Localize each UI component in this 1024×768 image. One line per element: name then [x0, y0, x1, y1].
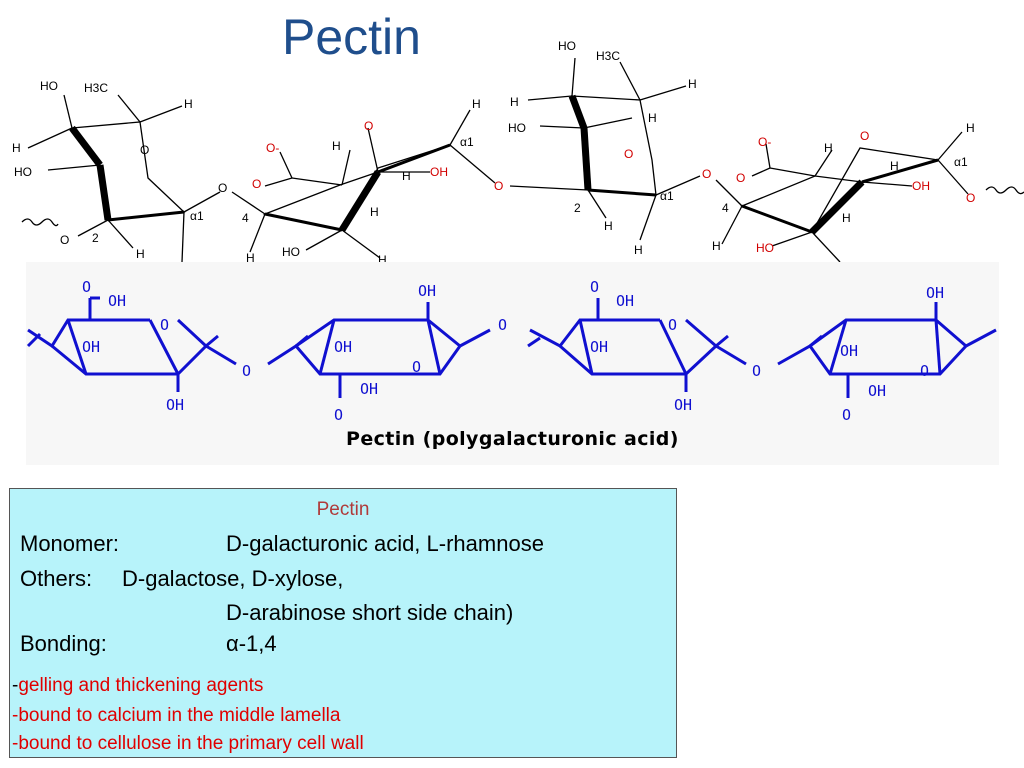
- atom-label: HO: [14, 165, 32, 179]
- atom-label: O: [860, 129, 869, 143]
- atom-label: O: [82, 278, 91, 296]
- note-dash: -: [12, 675, 19, 696]
- note-text: gelling and thickening agents: [18, 675, 264, 696]
- note-text: bound to cellulose in the primary cell w…: [18, 733, 364, 754]
- atom-label: OH: [616, 292, 634, 310]
- atom-label: O: [364, 119, 373, 133]
- atom-label: H3C: [596, 49, 620, 63]
- atom-label: OH: [674, 396, 692, 414]
- atom-label: H: [966, 121, 975, 135]
- others-value-1: D-galactose, D-xylose,: [122, 566, 344, 591]
- atom-label: HO: [40, 79, 58, 93]
- atom-label: H: [604, 219, 613, 233]
- atom-label: HO: [558, 39, 576, 53]
- note-item: -bound to calcium in the middle lamella: [12, 705, 340, 727]
- atom-label: O: [590, 278, 599, 296]
- atom-label: OH: [840, 342, 858, 360]
- atom-label: OH: [82, 338, 100, 356]
- bonding-label: Bonding:: [20, 631, 107, 656]
- atom-label: O-: [266, 141, 279, 155]
- info-box: Pectin Monomer: D-galacturonic acid, L-r…: [9, 488, 677, 758]
- atom-label: α1: [190, 209, 204, 223]
- atom-label: OH: [360, 380, 378, 398]
- atom-label: H: [332, 139, 341, 153]
- atom-label: H: [890, 159, 899, 173]
- note-text: bound to calcium in the middle lamella: [18, 705, 341, 726]
- atom-label: OH: [590, 338, 608, 356]
- atom-label: HO: [508, 121, 526, 135]
- atom-label: O: [702, 167, 711, 181]
- atom-label: O: [668, 316, 677, 334]
- atom-label: O: [412, 358, 421, 376]
- atom-label: O: [624, 147, 633, 161]
- slide-title: Pectin: [282, 9, 421, 65]
- atom-label: H: [510, 95, 519, 109]
- atom-label: α1: [460, 135, 474, 149]
- atom-label: HO: [756, 241, 774, 255]
- atom-label: H: [688, 77, 697, 91]
- chair-diagram: O OH O OH OH O OH OH O OH O O O OH O OH …: [26, 278, 997, 424]
- atom-label: 4: [242, 211, 249, 225]
- atom-label: O: [334, 406, 343, 424]
- atom-label: H: [370, 205, 379, 219]
- atom-label: H: [378, 253, 387, 267]
- atom-label: O: [920, 362, 929, 380]
- atom-label: 2: [92, 231, 99, 245]
- atom-label: O: [752, 362, 761, 380]
- atom-label: H: [246, 251, 255, 265]
- atom-label: 2: [574, 201, 581, 215]
- atom-label: H: [634, 243, 643, 257]
- atom-label: O: [60, 233, 69, 247]
- atom-label: HO: [282, 245, 300, 259]
- atom-label: OH: [418, 282, 436, 300]
- polygalacturonic-structure: O OH O OH OH O OH OH O OH O O O OH O OH …: [26, 262, 999, 465]
- atom-label: H: [184, 97, 193, 111]
- atom-label: H: [12, 141, 21, 155]
- monomer-label: Monomer:: [20, 531, 120, 556]
- atom-label: 4: [722, 201, 729, 215]
- atom-label: O: [966, 191, 975, 205]
- structure-caption: Pectin (polygalacturonic acid): [346, 428, 679, 450]
- note-item: -gelling and thickening agents: [12, 675, 263, 697]
- atom-label: H: [402, 169, 411, 183]
- atom-label: O: [140, 143, 149, 157]
- others-value-2: D-arabinose short side chain): [226, 600, 514, 625]
- atom-label: O: [494, 179, 503, 193]
- atom-label: α1: [660, 189, 674, 203]
- bonding-value: α-1,4: [226, 631, 277, 656]
- info-title: Pectin: [316, 499, 370, 520]
- atom-label: O: [160, 316, 169, 334]
- atom-label: H: [712, 239, 721, 253]
- atom-label: O: [218, 181, 227, 195]
- atom-label: O-: [758, 135, 771, 149]
- note-item: -bound to cellulose in the primary cell …: [12, 733, 364, 755]
- atom-label: O: [252, 177, 261, 191]
- atom-label: OH: [334, 338, 352, 356]
- haworth-structure: HO H3C H H O HO O α1 2 O H O- H O α1 H O…: [12, 39, 1024, 267]
- atom-label: O: [736, 171, 745, 185]
- atom-label: OH: [108, 292, 126, 310]
- atom-label: H: [648, 111, 657, 125]
- atom-label: O: [498, 316, 507, 334]
- atom-label: OH: [926, 284, 944, 302]
- atom-label: H: [824, 141, 833, 155]
- atom-label: OH: [912, 179, 930, 193]
- atom-label: O: [242, 362, 251, 380]
- monomer-value: D-galacturonic acid, L-rhamnose: [226, 531, 544, 556]
- atom-label: H3C: [84, 81, 108, 95]
- atom-label: OH: [430, 165, 448, 179]
- atom-label: OH: [166, 396, 184, 414]
- atom-label: OH: [868, 382, 886, 400]
- atom-label: O: [842, 406, 851, 424]
- atom-label: H: [472, 97, 481, 111]
- atom-label: H: [136, 247, 145, 261]
- others-label: Others:: [20, 566, 93, 591]
- note-dash: -: [12, 705, 19, 726]
- atom-label: H: [842, 211, 851, 225]
- atom-label: α1: [954, 155, 968, 169]
- note-dash: -: [12, 733, 19, 754]
